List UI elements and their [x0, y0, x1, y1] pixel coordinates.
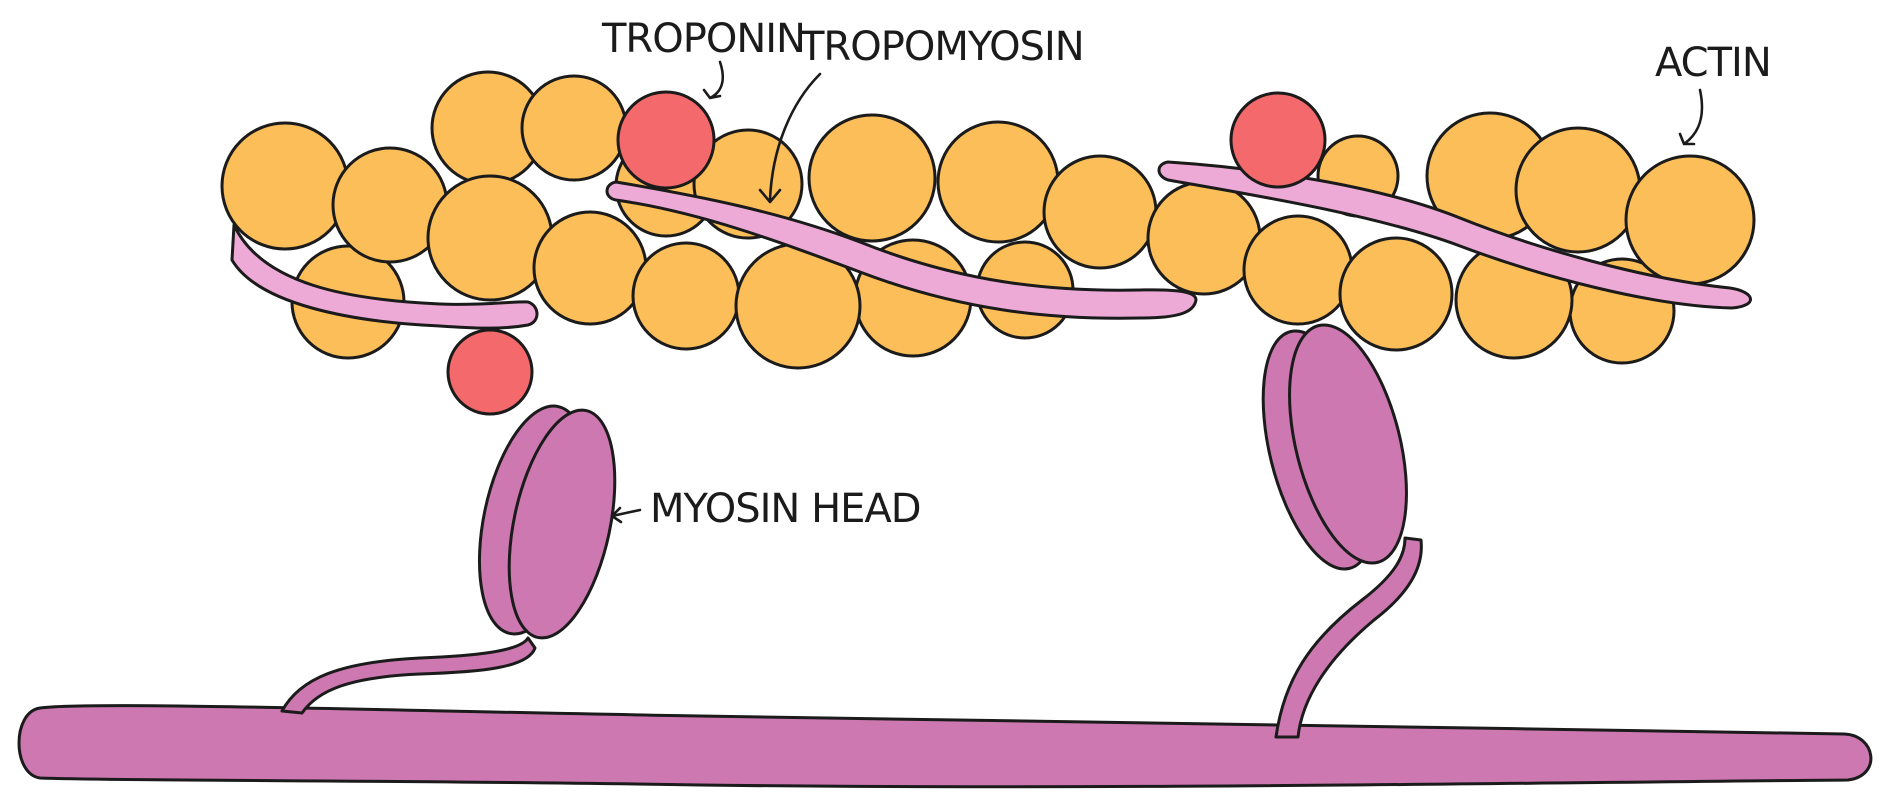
- label-tropomyosin: TROPOMYOSIN: [799, 24, 1084, 70]
- actin-monomer: [1244, 216, 1352, 324]
- myosin-thick-filament: [19, 706, 1871, 787]
- actin-monomer: [1516, 128, 1640, 252]
- troponin-displaced: [448, 330, 532, 414]
- actin-monomer: [1340, 238, 1452, 350]
- label-group-troponin: TROPONIN: [601, 16, 805, 98]
- myosin-neck-left: [282, 638, 535, 713]
- actin-monomer: [222, 123, 348, 249]
- arrow-myosin-head: [612, 508, 640, 522]
- myosin-head-right: [1242, 313, 1428, 580]
- label-group-actin: ACTIN: [1655, 40, 1771, 144]
- actin-monomer: [522, 76, 626, 180]
- actin-monomer: [809, 115, 935, 241]
- actin-monomer: [938, 122, 1058, 242]
- label-group-myosin-head: MYOSIN HEAD: [612, 486, 921, 532]
- label-troponin: TROPONIN: [601, 16, 805, 62]
- actin-monomer: [1044, 156, 1156, 268]
- troponin-top-right: [1231, 93, 1325, 187]
- actin-monomer: [534, 212, 646, 324]
- label-actin: ACTIN: [1655, 40, 1771, 86]
- troponin-top-left: [618, 92, 714, 188]
- arrow-actin: [1680, 90, 1702, 144]
- arrow-troponin: [704, 62, 723, 98]
- label-myosin-head: MYOSIN HEAD: [650, 486, 921, 532]
- actin-monomer: [633, 243, 739, 349]
- actin-monomer: [1626, 156, 1754, 284]
- actin-monomer: [428, 176, 552, 300]
- myosin-head-left: [461, 396, 633, 647]
